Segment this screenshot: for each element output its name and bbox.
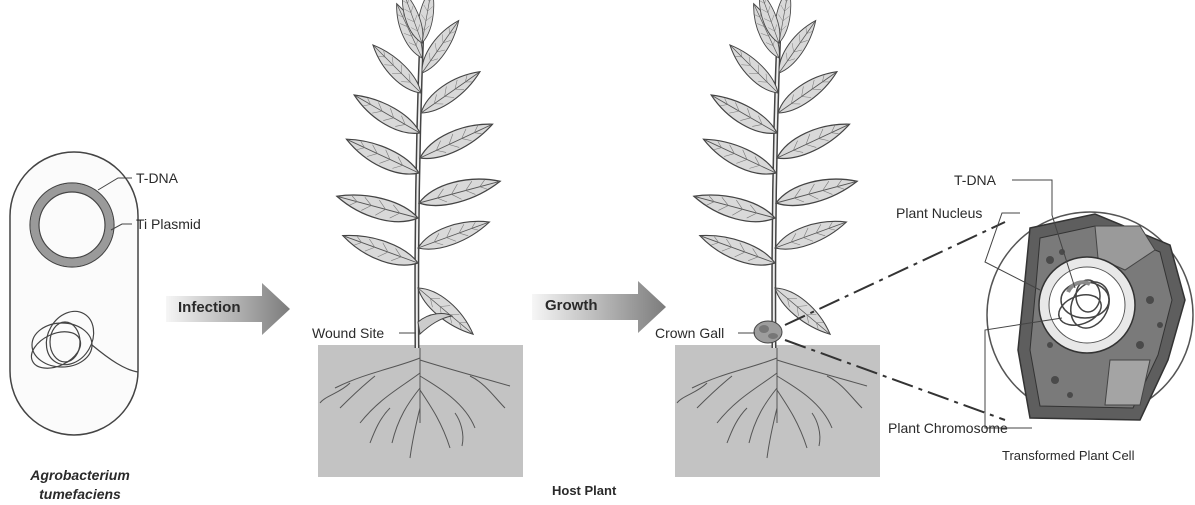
growth-label: Growth [545, 298, 598, 314]
plant-chromosome-label: Plant Chromosome [888, 420, 1008, 436]
organism-name-line1: Agrobacterium [10, 465, 150, 485]
plant-nucleus-label: Plant Nucleus [896, 205, 982, 221]
crown-gall [738, 321, 782, 343]
t-dna-label: T-DNA [136, 170, 178, 186]
crown-gall-label: Crown Gall [655, 325, 724, 341]
bacterium-cell [10, 152, 138, 435]
ti-plasmid-label: Ti Plasmid [136, 216, 201, 232]
organism-name-line2: tumefaciens [10, 484, 150, 504]
infection-label: Infection [178, 300, 241, 316]
wound-site-label: Wound Site [312, 325, 384, 341]
magnified-cell-view [987, 212, 1193, 420]
wound-site-leader [399, 314, 452, 334]
transformed-cell-label: Transformed Plant Cell [1002, 448, 1134, 464]
host-plant-label: Host Plant [552, 483, 616, 499]
cell-t-dna-label: T-DNA [954, 172, 996, 188]
